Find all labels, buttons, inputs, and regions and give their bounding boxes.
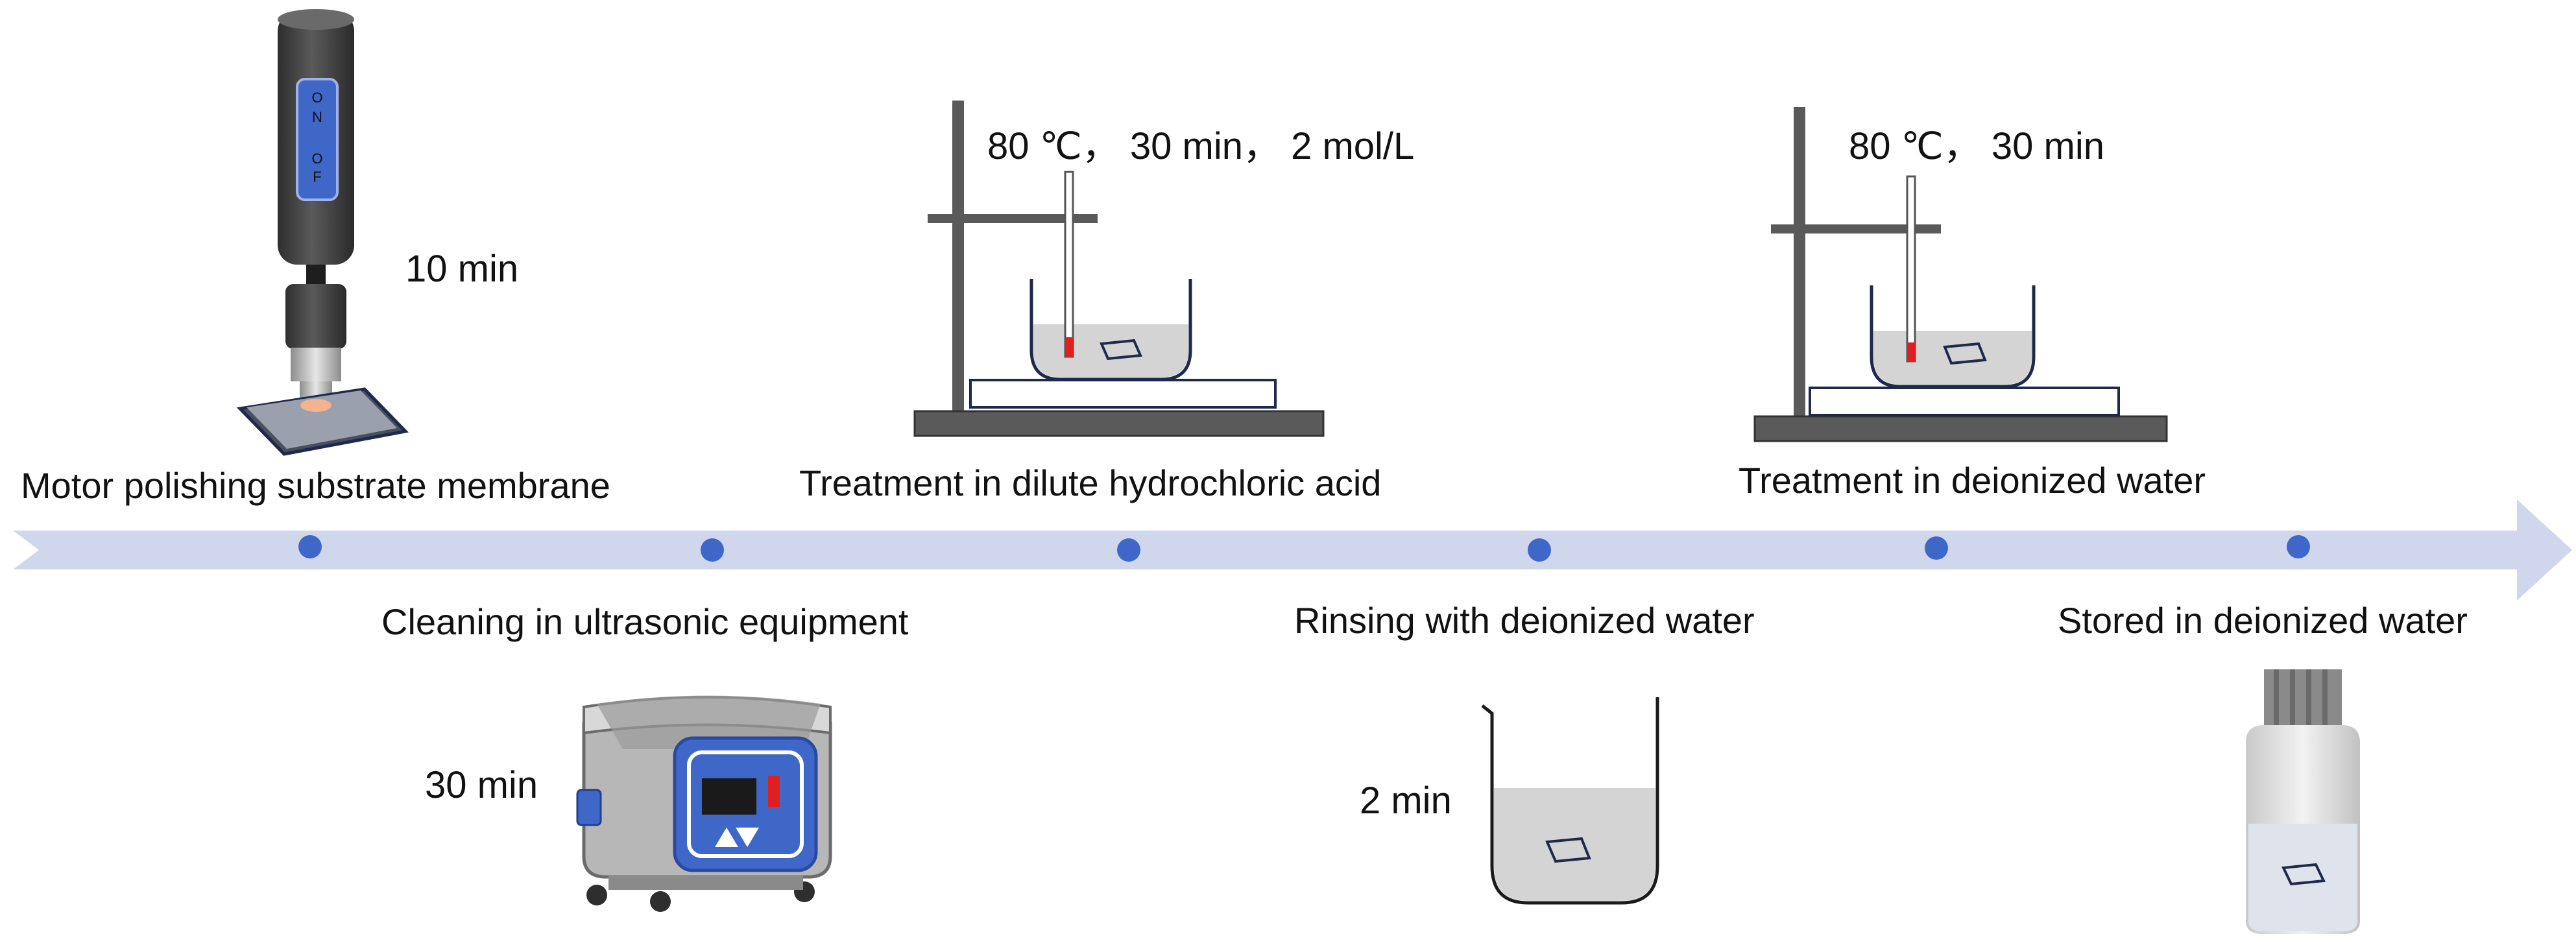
- svg-text:O: O: [311, 90, 322, 106]
- timeline-dots: [298, 535, 2310, 562]
- heated-bath-stand-icon: [1753, 107, 2168, 442]
- timeline-arrow: [13, 499, 2572, 601]
- step-label: Treatment in deionized water: [1739, 460, 2206, 501]
- beaker-icon: [1481, 697, 1659, 905]
- heated-bath-stand-icon: [913, 101, 1325, 437]
- step-condition: 80 ℃， 30 min: [1849, 125, 2104, 167]
- timeline-dot: [1528, 538, 1551, 562]
- step-label: Stored in deionized water: [2058, 600, 2468, 641]
- step-label: Treatment in dilute hydrochloric acid: [799, 462, 1381, 503]
- step-condition: 80 ℃， 30 min， 2 mol/L: [987, 125, 1414, 167]
- timeline-dot: [701, 538, 724, 562]
- step-condition: 10 min: [405, 248, 518, 290]
- svg-text:N: N: [312, 109, 322, 125]
- storage-bottle-icon: [2246, 669, 2360, 934]
- timeline-dot: [2287, 535, 2310, 558]
- polishing-motor-icon: O N O F: [236, 9, 409, 456]
- svg-text:F: F: [313, 169, 321, 185]
- timeline-dot: [1117, 538, 1140, 562]
- step-condition: 2 min: [1360, 780, 1452, 822]
- timeline-dot: [298, 535, 322, 558]
- ultrasonic-cleaner-icon: [576, 695, 832, 912]
- step-label: Cleaning in ultrasonic equipment: [381, 601, 909, 642]
- step-condition: 30 min: [425, 764, 538, 806]
- step-label: Rinsing with deionized water: [1294, 600, 1755, 641]
- svg-text:O: O: [311, 150, 322, 167]
- step-label: Motor polishing substrate membrane: [21, 465, 610, 506]
- timeline-dot: [1925, 536, 1948, 560]
